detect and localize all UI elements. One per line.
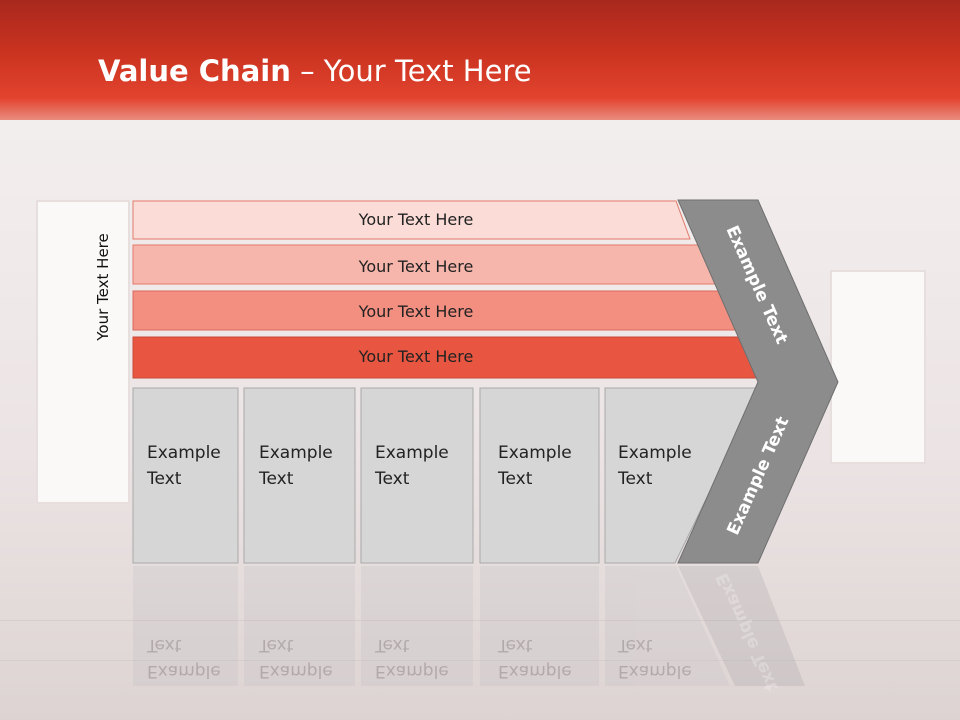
column-5 bbox=[604, 387, 761, 564]
background-window-right bbox=[830, 270, 926, 464]
band-1-label: Your Text Here bbox=[358, 210, 474, 229]
column-5-line1: Example bbox=[618, 443, 692, 463]
column-4-line1: Example bbox=[498, 443, 572, 463]
column-3 bbox=[360, 387, 474, 564]
background-window-left bbox=[36, 200, 130, 504]
column-2-line1: Example bbox=[259, 443, 333, 463]
column-1 bbox=[132, 387, 239, 564]
band-2-label: Your Text Here bbox=[358, 257, 474, 276]
chevron-reflection bbox=[678, 566, 805, 686]
title-rest: – Your Text Here bbox=[290, 54, 532, 88]
chevron-arrow bbox=[677, 199, 839, 564]
header-band bbox=[0, 0, 960, 140]
floor-line bbox=[0, 620, 960, 621]
column-2 bbox=[243, 387, 356, 564]
column-3-line1: Example bbox=[375, 443, 449, 463]
column-4 bbox=[479, 387, 600, 564]
column-2-reflection bbox=[244, 566, 355, 686]
column-2-line2: Text bbox=[259, 469, 294, 489]
column-3-line2: Text bbox=[375, 469, 410, 489]
column-1-line1: Example bbox=[147, 443, 221, 463]
column-5-reflection bbox=[605, 566, 730, 686]
column-1-reflection bbox=[133, 566, 238, 686]
floor-line bbox=[0, 660, 960, 661]
band-1 bbox=[132, 200, 691, 240]
page-title: Value Chain – Your Text Here bbox=[98, 54, 532, 88]
column-5-line2: Text bbox=[618, 469, 653, 489]
column-1-line2: Text bbox=[147, 469, 182, 489]
columns-reflection bbox=[133, 566, 730, 686]
band-3-label: Your Text Here bbox=[358, 302, 474, 321]
column-4-line2: Text bbox=[498, 469, 533, 489]
column-3-reflection bbox=[361, 566, 473, 686]
band-4-label: Your Text Here bbox=[358, 347, 474, 366]
title-bold: Value Chain bbox=[98, 54, 291, 88]
column-4-reflection bbox=[480, 566, 599, 686]
